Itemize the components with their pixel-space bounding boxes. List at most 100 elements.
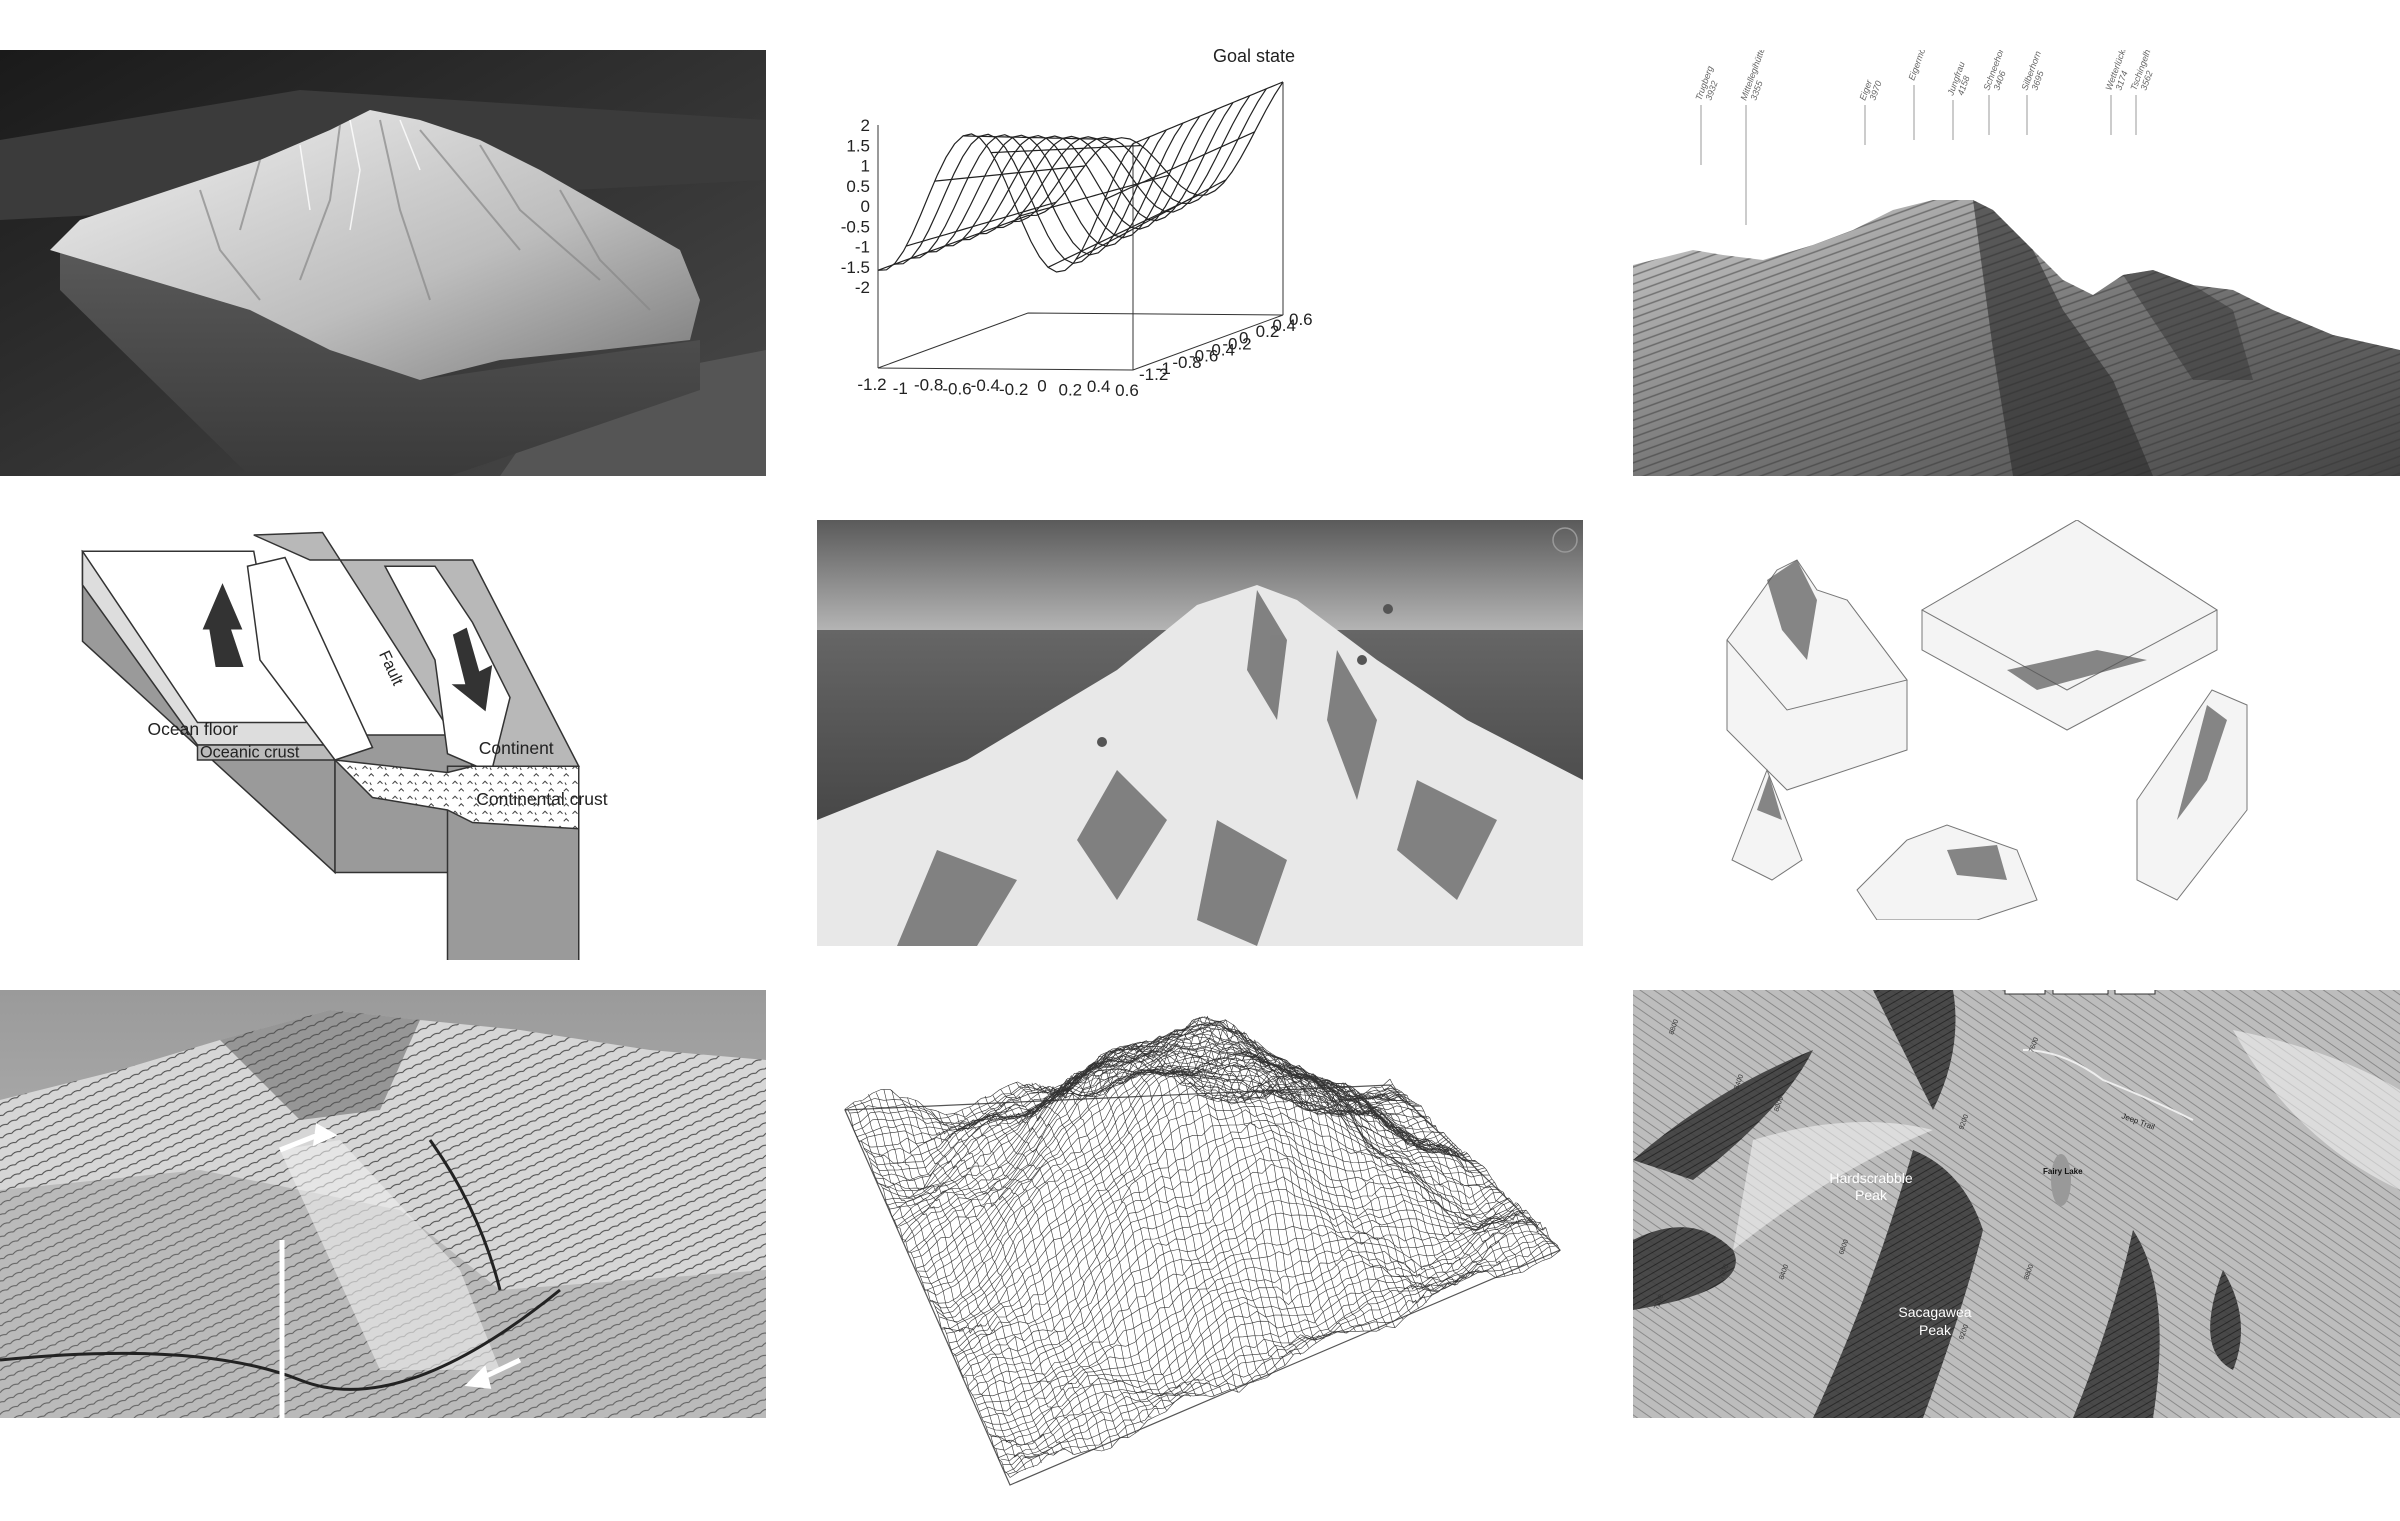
topographic-3d-view	[0, 990, 766, 1418]
peak-name-label: Eigermönchwand	[1906, 50, 1940, 82]
y-tick-label: -0.8	[1172, 353, 1201, 372]
mesh-line	[1311, 1077, 1482, 1275]
contour-elevation-label: 7600	[2028, 1037, 2040, 1054]
ocean-floor-label: Ocean floor	[148, 719, 239, 739]
mesh-line	[1000, 1236, 1551, 1461]
mesh-line	[852, 1102, 1019, 1473]
surface-mesh	[877, 81, 1284, 273]
mesh-line	[1195, 1044, 1364, 1332]
y-tick-label: -1.2	[1139, 365, 1168, 384]
mesh-line	[1008, 1085, 1176, 1404]
plot-axes	[877, 81, 1284, 371]
x-tick-label: 0.2	[1059, 381, 1083, 400]
mesh-line	[891, 1089, 1058, 1455]
mesh-line	[960, 1163, 1510, 1371]
mesh-line	[918, 1037, 1466, 1272]
x-tick-label: -0.8	[914, 375, 943, 394]
mesh-line	[929, 1066, 1478, 1304]
mesh-line	[1171, 1024, 1341, 1333]
x-tick-label: 0.4	[1087, 377, 1111, 396]
mesh-line	[1381, 1086, 1553, 1257]
relief-model-photo	[0, 50, 766, 476]
mesh-line	[976, 1209, 1527, 1406]
mesh-line	[1070, 1051, 1239, 1393]
continent-label: Continent	[479, 738, 554, 758]
x-tick-label: 0.6	[1115, 381, 1139, 400]
contour-elevation-label: 6800	[1838, 1239, 1850, 1256]
mesh-line	[961, 109, 1217, 241]
mesh-line	[1249, 1074, 1419, 1309]
mesh-line	[1007, 1245, 1558, 1475]
contour-elevation-label: 9200	[1958, 1324, 1970, 1341]
tectonic-diagram: Ocean floor Fault Continent Oceanic crus…	[60, 510, 710, 960]
shaded-relief-map: Hardscrabble Peak Sacagawea Peak Fairy L…	[1633, 990, 2400, 1418]
mesh-line	[899, 1020, 1447, 1227]
contour-elevation-label: 8400	[1778, 1264, 1790, 1281]
map-scale-bar	[2004, 990, 2156, 995]
z-tick-label: 2	[861, 116, 870, 135]
mesh-line	[1054, 1058, 1223, 1394]
mesh-line	[986, 1221, 1536, 1431]
sacagawea-peak-label-line1: Sacagawea	[1898, 1304, 1971, 1320]
z-tick-labels: 21.510.50-0.5-1-1.5-2	[841, 116, 870, 297]
z-tick-label: 1.5	[846, 136, 870, 155]
y-tick-label: -1	[1156, 359, 1171, 378]
z-tick-label: -1.5	[841, 258, 870, 277]
z-tick-label: 0.5	[846, 177, 870, 196]
mesh-line	[953, 1137, 1502, 1356]
mesh-line	[1179, 1030, 1349, 1334]
x-tick-label: 0	[1037, 376, 1046, 395]
mesh-line	[1016, 1077, 1183, 1397]
mesh-line	[1304, 1074, 1474, 1279]
mesh-line	[1218, 1053, 1388, 1327]
mesh-line	[965, 1189, 1515, 1376]
mesh-line	[860, 1101, 1026, 1470]
mesh-line	[994, 95, 1251, 229]
oceanic-crust-label: Oceanic crust	[200, 744, 300, 762]
mesh-line	[950, 1129, 1500, 1351]
y-tick-label: 0.4	[1272, 316, 1296, 335]
mesh-line	[1101, 1040, 1270, 1376]
mesh-line	[1027, 81, 1284, 217]
continental-crust-label: Continental crust	[476, 789, 607, 809]
z-tick-label: 1	[861, 157, 870, 176]
mesh-line	[1104, 131, 1255, 200]
mesh-line	[1005, 1243, 1556, 1474]
mesh-line	[875, 1092, 1042, 1464]
mesh-line	[1019, 174, 1170, 217]
mesh-line	[899, 1097, 1066, 1450]
mesh-line	[943, 1109, 1493, 1332]
mesh-line	[972, 1207, 1522, 1396]
mesh-line	[1164, 1019, 1333, 1337]
contour-elevation-label: 8800	[2023, 1264, 2035, 1281]
mesh-line	[939, 1094, 1488, 1323]
goal-state-label: Goal state	[1213, 46, 1295, 66]
mesh-line	[891, 1027, 1439, 1218]
mesh-line	[911, 129, 1167, 259]
mesh-line	[955, 1146, 1505, 1357]
mesh-line	[969, 1107, 1136, 1434]
mesh-line	[948, 1122, 1497, 1344]
lake-label: Fairy Lake	[2043, 1167, 2083, 1176]
y-tick-label: -0.4	[1206, 341, 1235, 360]
y-tick-label: 0	[1239, 328, 1248, 347]
z-tick-label: -2	[855, 278, 870, 297]
mesh-line	[868, 1094, 1034, 1468]
mesh-line	[1202, 1052, 1372, 1331]
mesh-line	[1047, 1061, 1215, 1397]
hardscrabble-peak-label-line2: Peak	[1855, 1187, 1888, 1203]
mesh-line	[974, 1212, 1524, 1400]
contour-elevation-label: 8000	[1773, 1096, 1785, 1113]
mesh-line	[988, 1218, 1539, 1438]
mesh-line	[944, 115, 1201, 247]
mesh-line	[1002, 1240, 1553, 1465]
mesh-line	[1343, 1092, 1514, 1275]
x-tick-label: -0.2	[999, 380, 1028, 399]
mesh-line	[991, 1221, 1541, 1444]
mesh-line	[927, 1056, 1476, 1296]
mesh-line	[1078, 1047, 1246, 1385]
mesh-line	[995, 1226, 1546, 1451]
